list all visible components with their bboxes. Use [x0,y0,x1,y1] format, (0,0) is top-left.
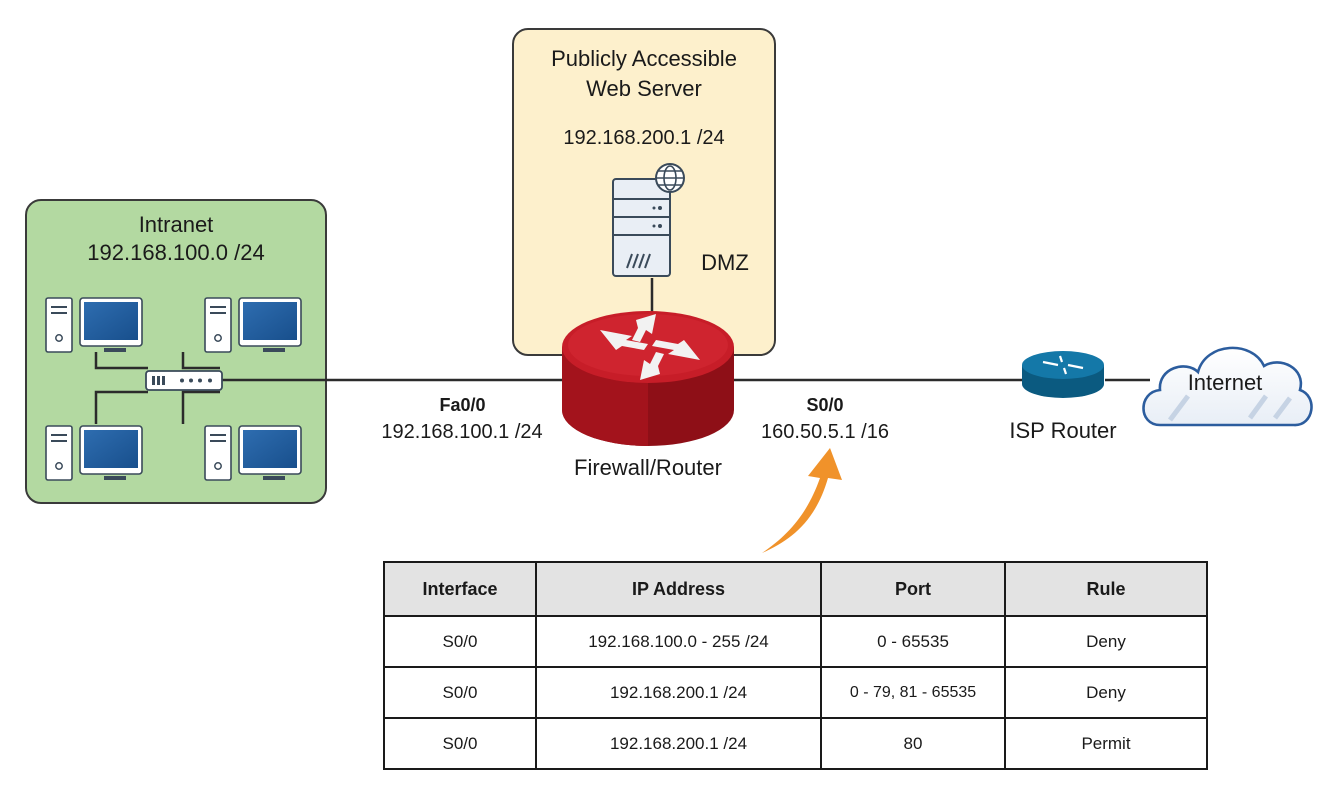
cell-interface: S0/0 [383,615,537,668]
s00-interface-label: S0/0 [806,395,844,415]
cell-ip-address: 192.168.200.1 /24 [535,717,822,770]
isp-router-icon [1022,351,1104,398]
fa00-ip-label: 192.168.100.1 /24 [381,421,543,443]
pc-icon [45,297,143,353]
table-row: S0/0 192.168.200.1 /24 0 - 79, 81 - 6553… [383,666,1208,719]
cell-interface: S0/0 [383,717,537,770]
arrow-icon [762,448,842,553]
cell-interface: S0/0 [383,666,537,719]
dmz-server-ip: 192.168.200.1 /24 [563,127,725,149]
isp-router-label: ISP Router [1009,418,1117,443]
column-header-port: Port [820,561,1006,617]
link-pc1-switch [94,352,148,370]
firewall-router-label: Firewall/Router [574,455,722,480]
table-row: S0/0 192.168.200.1 /24 80 Permit [383,717,1208,770]
acl-table: Interface IP Address Port Rule S0/0 192.… [383,561,1208,770]
pc-icon [204,297,302,353]
table-row: S0/0 192.168.100.0 - 255 /24 0 - 65535 D… [383,615,1208,668]
dmz-zone-label: DMZ [701,250,749,275]
table-header-row: Interface IP Address Port Rule [383,561,1208,617]
cell-rule: Deny [1004,615,1208,668]
column-header-rule: Rule [1004,561,1208,617]
intranet-subnet: 192.168.100.0 /24 [87,240,265,265]
intranet-title: Intranet [138,212,214,237]
s00-ip-label: 160.50.5.1 /16 [761,421,889,443]
cell-rule: Deny [1004,666,1208,719]
cell-ip-address: 192.168.100.0 - 255 /24 [535,615,822,668]
cell-port: 80 [820,717,1006,770]
column-header-interface: Interface [383,561,537,617]
column-header-ip-address: IP Address [535,561,822,617]
cloud-icon [1142,346,1313,427]
server-icon [612,178,671,277]
dmz-title-line2: Web Server [586,76,702,101]
link-pc3-switch [94,390,148,424]
cell-port: 0 - 79, 81 - 65535 [820,666,1006,719]
pc-icon [204,425,302,481]
link-pc2-switch [181,352,220,370]
switch-icon [145,370,223,391]
globe-icon [655,163,685,193]
link-pc4-switch [181,390,220,424]
pc-icon [45,425,143,481]
internet-label: Internet [1187,370,1263,395]
firewall-router-icon [562,311,734,446]
cell-port: 0 - 65535 [820,615,1006,668]
fa00-interface-label: Fa0/0 [439,395,486,415]
cell-rule: Permit [1004,717,1208,770]
cell-ip-address: 192.168.200.1 /24 [535,666,822,719]
dmz-title-line1: Publicly Accessible [551,46,737,71]
